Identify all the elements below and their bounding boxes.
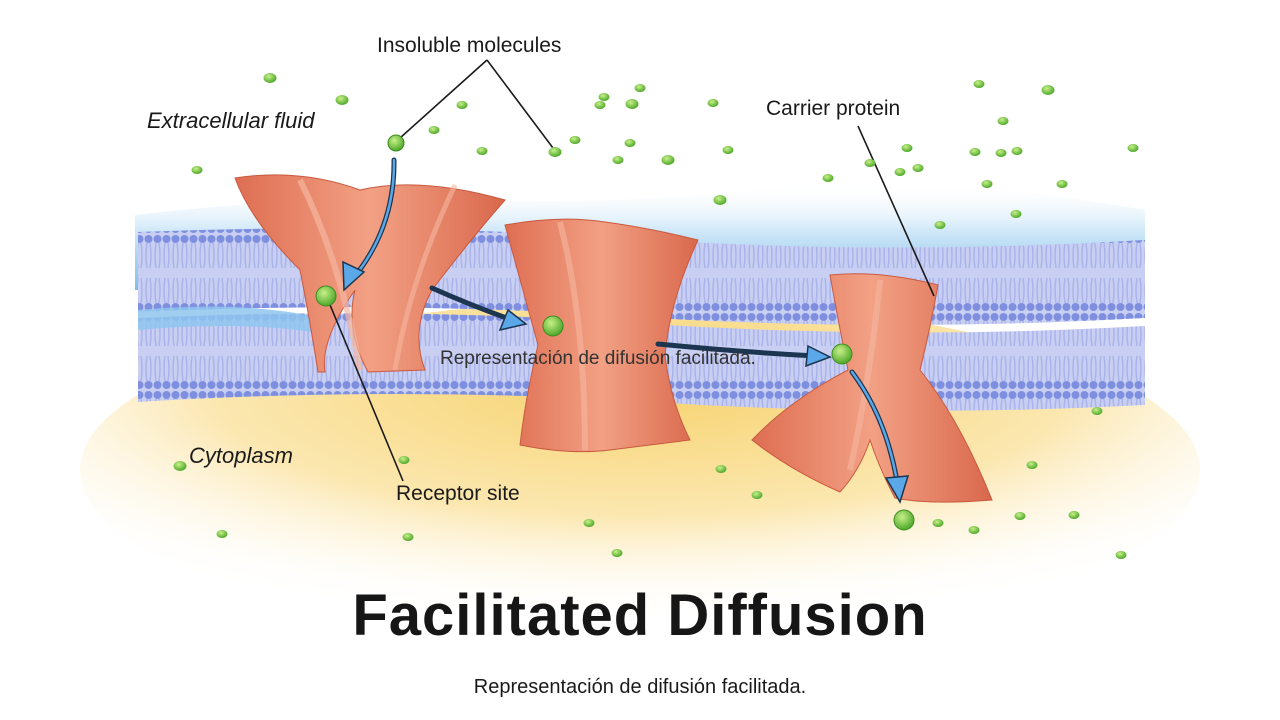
molecule [1127,144,1139,152]
label-receptor-site: Receptor site [396,482,520,505]
arrow-transfer-2 [655,341,819,359]
label-carrier-protein: Carrier protein [766,97,901,120]
molecule [402,533,414,541]
molecule [335,95,349,105]
molecule [932,519,944,527]
transported-molecule [542,315,564,337]
transported-molecule [893,509,915,531]
carrier-protein-open-inside [751,273,993,503]
label-insoluble-molecules: Insoluble molecules [377,34,562,57]
molecule [216,530,228,538]
molecule [894,168,906,176]
molecule [456,101,468,109]
molecule [548,147,562,157]
molecule [263,73,277,83]
molecule [611,549,623,557]
molecule [598,93,610,101]
insoluble-molecules [173,73,1139,559]
molecule [1026,461,1038,469]
molecule [912,164,924,172]
molecule [624,139,636,147]
molecule [594,101,606,109]
molecule [981,180,993,188]
molecule [428,126,440,134]
carrier-protein-open-outside [234,174,506,373]
label-leader-lines [327,59,935,482]
molecule [173,461,187,471]
carrier-protein-transitional [504,218,699,453]
molecule [1091,407,1103,415]
diffusion-arrows [342,157,910,504]
molecule [1068,511,1080,519]
figure-caption: Representación de difusión facilitada. [473,676,807,698]
transported-molecule [831,343,853,365]
molecule [973,80,985,88]
molecule [715,465,727,473]
diagram-title: Facilitated Diffusion [352,583,928,648]
molecule [1041,85,1055,95]
molecule [583,519,595,527]
molecule [634,84,646,92]
molecule [1010,210,1022,218]
molecule [612,156,624,164]
label-extracellular-fluid: Extracellular fluid [147,108,315,133]
overlay-caption: Representación de difusión facilitada. [440,348,756,369]
transported-molecule [315,285,337,307]
molecule [968,526,980,534]
molecule [997,117,1009,125]
molecule [901,144,913,152]
molecule [191,166,203,174]
molecule [864,159,876,167]
molecule [707,99,719,107]
arrow-transfer-1 [429,285,515,323]
transported-molecule [387,134,405,152]
molecule [476,147,488,155]
molecule [969,148,981,156]
molecule [751,491,763,499]
molecule [722,146,734,154]
molecule [822,174,834,182]
molecule [1011,147,1023,155]
label-cytoplasm: Cytoplasm [189,443,293,468]
molecule [1056,180,1068,188]
molecule [398,456,410,464]
molecule [569,136,581,144]
molecule [625,99,639,109]
molecule [713,195,727,205]
molecule [995,149,1007,157]
molecule [1115,551,1127,559]
molecule [1014,512,1026,520]
molecule [934,221,946,229]
molecule [661,155,675,165]
